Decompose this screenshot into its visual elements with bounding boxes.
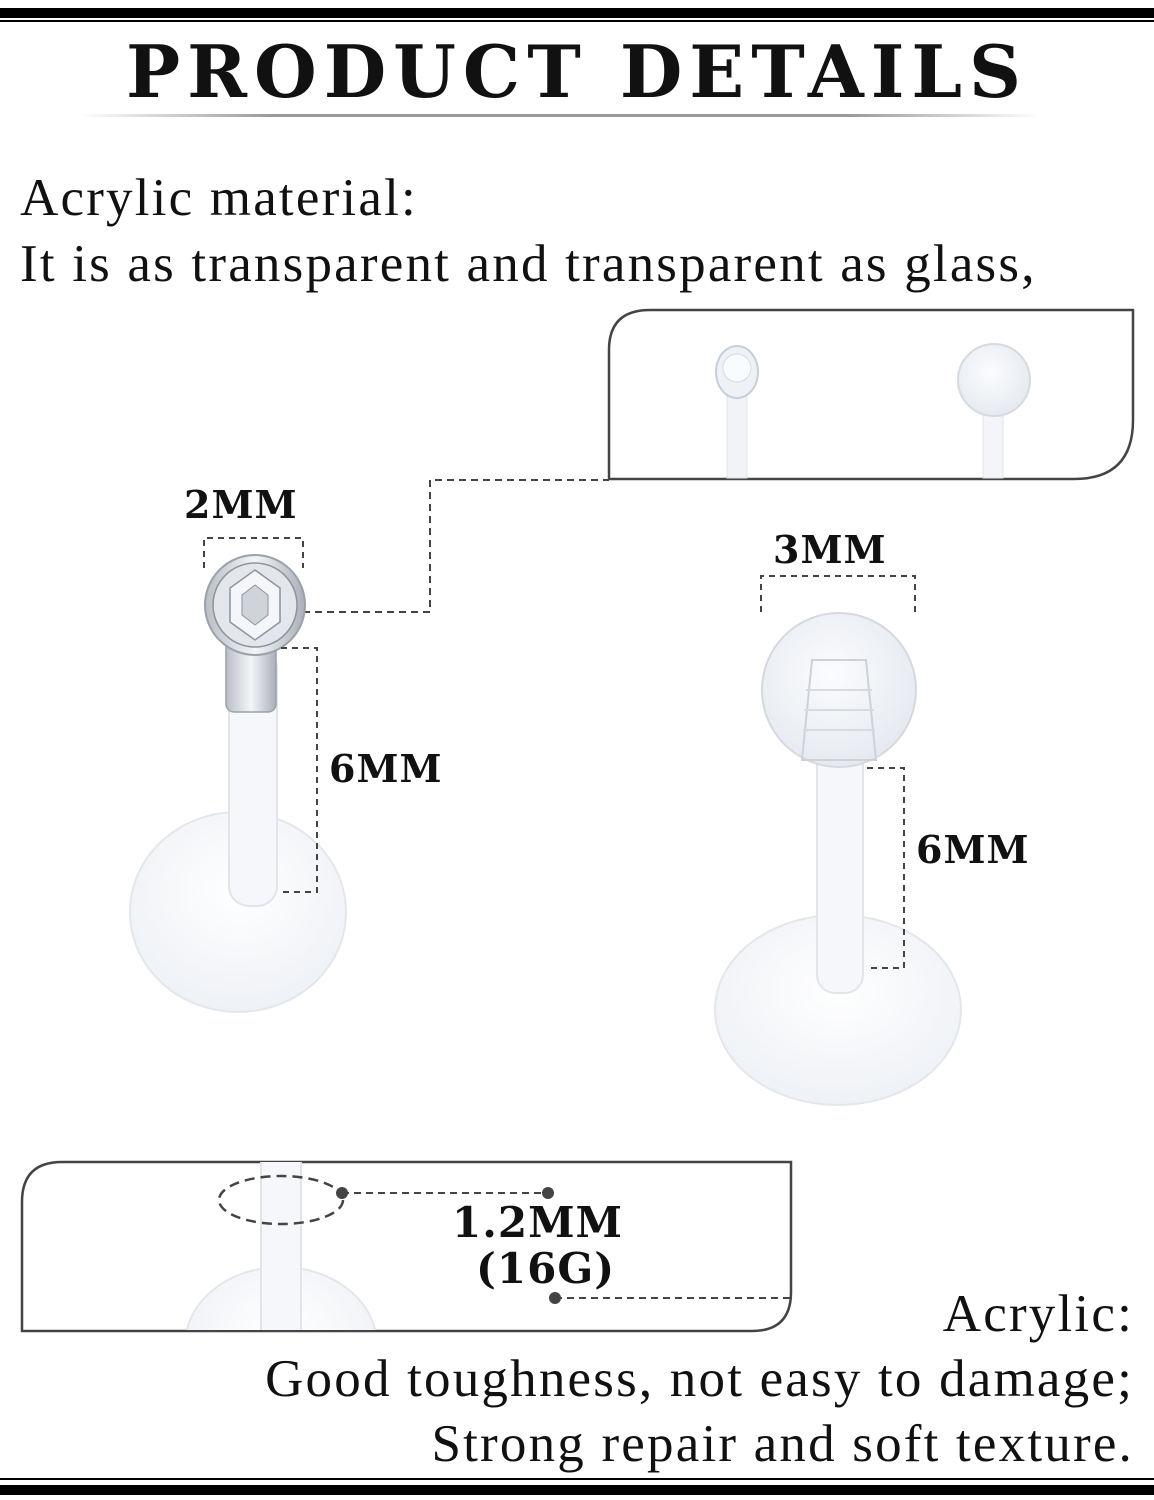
page-title: PRODUCT DETAILS bbox=[126, 29, 1028, 114]
left-head-bracket bbox=[203, 537, 304, 568]
right-bar-length: 6MM bbox=[916, 827, 1030, 872]
left-labret bbox=[129, 554, 347, 1013]
bottom-border-thin bbox=[0, 1478, 1154, 1480]
right-bar-bracket bbox=[867, 767, 905, 969]
top-border-thin bbox=[0, 20, 1154, 22]
ball-head-top bbox=[957, 343, 1031, 417]
right-bar bbox=[816, 734, 864, 994]
top-border bbox=[0, 8, 1154, 18]
left-bar-bracket bbox=[281, 647, 318, 893]
material-description: It is as transparent and transparent as … bbox=[20, 235, 1037, 293]
gauge-label: (16G) bbox=[476, 1244, 616, 1293]
right-head-bracket bbox=[760, 575, 916, 612]
features-line-1: Good toughness, not easy to damage; bbox=[265, 1350, 1134, 1408]
features-line-2: Strong repair and soft texture. bbox=[431, 1415, 1134, 1473]
right-labret bbox=[714, 612, 962, 1106]
material-heading: Acrylic material: bbox=[20, 169, 418, 227]
gauge-detail-box bbox=[20, 1160, 793, 1333]
head-detail-box bbox=[607, 308, 1135, 481]
gauge-size: 1.2MM bbox=[452, 1198, 624, 1247]
gauge-ring bbox=[217, 1174, 345, 1226]
left-head-size: 2MM bbox=[184, 482, 298, 527]
flat-head-stem bbox=[726, 389, 748, 479]
connector-line bbox=[303, 479, 609, 613]
left-bar-length: 6MM bbox=[329, 746, 443, 791]
features-heading: Acrylic: bbox=[942, 1285, 1134, 1343]
bottom-border bbox=[0, 1485, 1154, 1495]
title-underline bbox=[80, 114, 1040, 117]
right-head-size: 3MM bbox=[773, 527, 887, 572]
